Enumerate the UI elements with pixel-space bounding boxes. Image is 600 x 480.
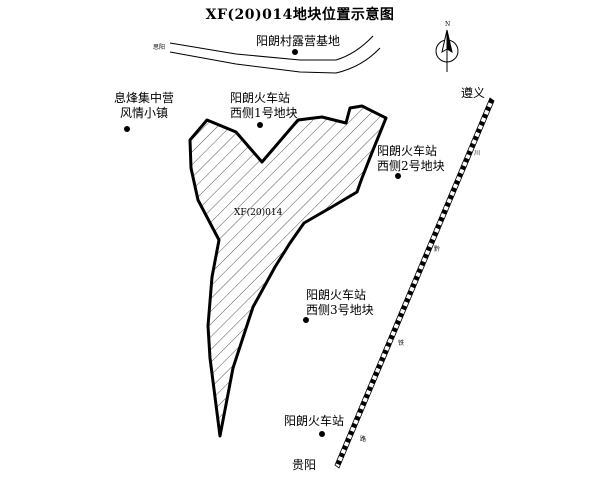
place-dot-west3 [303,317,309,323]
railway-dash [370,378,376,385]
railway-name-char-2: 黔 [434,246,441,253]
parcel-label: XF(20)014 [234,208,283,218]
place-label-camp: 阳朗村露营基地 [256,34,341,48]
railway-dash [469,142,476,149]
railway-dash [482,113,488,119]
railway-dash [419,260,426,267]
place-label-west1-line1: 阳朗火车站 [230,91,291,105]
railway-dash [388,334,395,340]
railway-dash [472,135,479,141]
railway-dash [338,452,345,458]
place-label-west2-line2: 西侧2号地块 [377,159,445,173]
railway-dash [441,209,448,215]
railway-dash [416,268,423,274]
railway-dash [444,201,451,208]
railway-dash [426,246,432,252]
railway-dash [382,349,389,355]
railway-dash [485,105,491,112]
place-dot-west1 [257,122,263,128]
railway-dash [488,98,495,105]
railway-name-char-4: 路 [360,436,367,443]
road-lower-edge [169,47,381,74]
place-label-station: 阳朗火车站 [284,414,345,428]
place-dot-station [319,431,325,437]
place-dot-west2 [395,173,401,179]
railway-dash [376,363,383,370]
place-label-west3-line2: 西侧3号地块 [306,303,374,317]
place-label-west2: 阳朗火车站 西侧2号地块 [377,144,445,174]
railway-south-end-label: 贵阳 [292,458,317,472]
railway-dash [460,164,467,171]
railway-dash [404,297,411,304]
railway-dash [348,430,355,436]
place-label-west3-line1: 阳朗火车站 [306,288,367,302]
railway-dash [438,216,445,222]
railway-dash [457,172,463,178]
railway-dashes [335,98,495,466]
parcel-xf20-014 [188,104,388,438]
railway-dash [435,223,442,230]
place-dot-town [124,126,130,132]
railway-dash [410,282,417,289]
railway-dash [479,120,485,127]
railway-dash [366,386,373,392]
place-label-town: 息烽集中营 风情小镇 [106,91,182,121]
place-label-west1-line2: 西侧1号地块 [230,106,298,120]
railway-dash [345,437,351,444]
railway-dash [413,275,420,281]
railway-dash [401,304,407,311]
railway-dash [423,253,429,259]
place-dot-camp [292,49,298,55]
place-label-west2-line1: 阳朗火车站 [377,144,438,158]
railway-dash [363,393,370,399]
railway-dash [351,422,358,429]
railway-name-char-1: 川 [474,150,481,157]
map-title: XF(20)014地块位置示意图 [205,7,395,23]
railway-dash [475,128,482,134]
railway-dash [407,290,414,296]
railway-dash [429,238,435,245]
railway-north-end-label: 遵义 [461,86,486,100]
railway-dash [379,356,386,362]
railway-dash [466,150,473,156]
railway-dash [373,371,379,377]
road-label: 思阳 [153,44,166,51]
railway-dash [394,319,401,326]
road-upper-edge [169,35,374,61]
railway-dash [357,408,364,414]
north-label: N [445,21,451,28]
railway-dash [385,341,392,348]
railway-dash [398,312,404,318]
north-arrow-icon [435,29,459,72]
railway-dash [391,327,398,333]
place-label-west3: 阳朗火车站 西侧3号地块 [306,288,374,318]
railway-dash [454,179,460,186]
railway-dash [451,187,457,193]
place-label-town-line1: 息烽集中营 [113,91,174,105]
railway-dash [360,400,367,407]
place-label-town-line2: 风情小镇 [119,106,168,120]
railway-dash [335,459,342,466]
railway-dash [463,157,470,164]
place-label-west1: 阳朗火车站 西侧1号地块 [230,91,298,121]
railway-dash [432,231,439,237]
railway-dash [342,444,348,451]
railway-dash [354,415,361,421]
railway-name-char-3: 铁 [398,340,405,347]
railway-dash [447,194,454,200]
